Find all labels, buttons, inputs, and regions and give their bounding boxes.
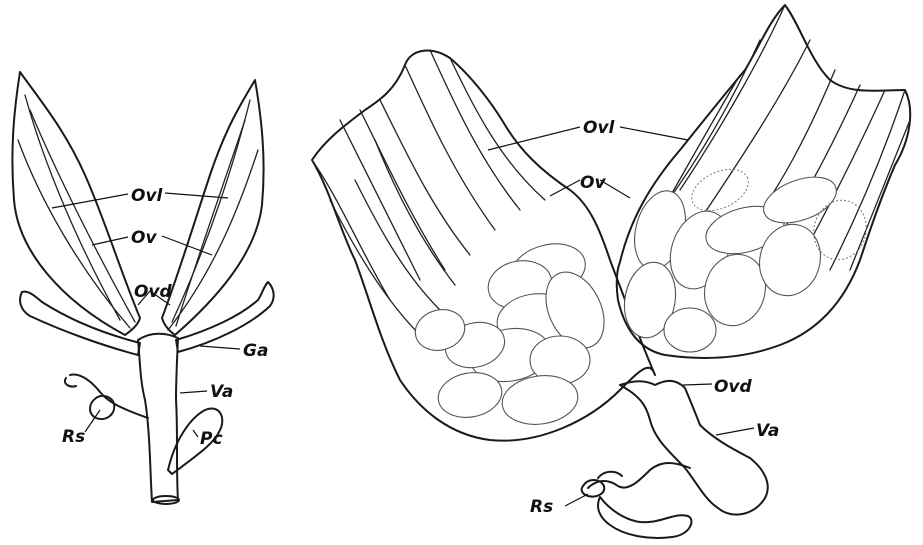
left-label-ovl: Ovl <box>131 186 164 206</box>
left-label-pc: Pc <box>200 429 223 449</box>
right-label-va: Va <box>756 421 779 441</box>
right-label-ov: Ov <box>580 173 606 193</box>
right-label-rs: Rs <box>530 497 553 517</box>
right-label-ovd: Ovd <box>714 377 753 397</box>
left-gland-left <box>20 292 140 355</box>
left-vagina <box>138 334 178 502</box>
left-label-ga: Ga <box>243 341 268 361</box>
left-label-va: Va <box>210 382 233 402</box>
left-label-ovd: Ovd <box>134 282 173 302</box>
right-figure <box>312 5 910 538</box>
left-ovary-right <box>162 80 264 335</box>
left-label-rs: Rs <box>62 427 85 447</box>
right-oviduct <box>620 381 768 515</box>
left-receptaculum <box>70 374 148 419</box>
right-label-ovl: Ovl <box>583 118 616 138</box>
left-label-ov: Ov <box>131 228 157 248</box>
